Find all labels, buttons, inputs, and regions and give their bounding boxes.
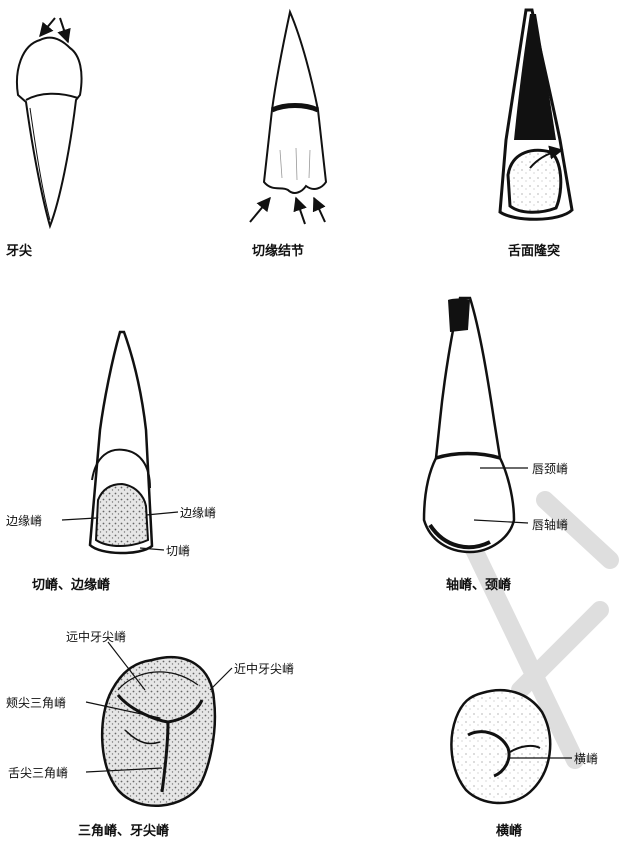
label-distal-cusp-ridge: 远中牙尖嵴: [66, 628, 126, 645]
caption-cingulum: 舌面隆突: [508, 240, 560, 259]
marginal-ridge-tooth-illustration: [62, 332, 178, 553]
label-labial-cervical-ridge: 唇颈嵴: [532, 460, 568, 477]
mamelon-arrow-3: [314, 198, 325, 222]
mamelon-arrow-2: [296, 198, 305, 224]
label-labial-axial-ridge: 唇轴嵴: [532, 516, 568, 533]
label-mesial-cusp-ridge: 近中牙尖嵴: [234, 660, 294, 677]
incisal-tubercle-tooth-illustration: [264, 12, 326, 193]
label-marginal-ridge-left: 边缘嵴: [6, 512, 42, 529]
cervical-ridge-tooth-illustration: [424, 298, 528, 552]
caption-cusp: 牙尖: [6, 240, 32, 259]
cusp-arrow-right: [60, 18, 68, 42]
label-lingual-triangular-ridge: 舌尖三角嵴: [8, 764, 68, 781]
caption-transverse-ridge: 横嵴: [496, 820, 522, 839]
label-marginal-ridge-right: 边缘嵴: [180, 504, 216, 521]
mamelon-arrow-1: [250, 198, 270, 222]
label-buccal-triangular-ridge: 颊尖三角嵴: [6, 694, 66, 711]
cingulum-tooth-illustration: [500, 10, 572, 219]
caption-triangular-cusp-ridge: 三角嵴、牙尖嵴: [78, 820, 169, 839]
caption-incisal-tubercle: 切缘结节: [252, 240, 304, 259]
cusp-ridge-tooth-illustration: [86, 642, 232, 806]
caption-incisal-marginal-ridge: 切嵴、边缘嵴: [32, 574, 110, 593]
cusp-tooth-illustration: [17, 38, 82, 226]
label-incisal-ridge: 切嵴: [166, 542, 190, 559]
caption-axial-cervical-ridge: 轴嵴、颈嵴: [446, 574, 511, 593]
label-transverse-ridge: 横嵴: [574, 750, 598, 767]
cusp-arrow-left: [40, 18, 55, 36]
